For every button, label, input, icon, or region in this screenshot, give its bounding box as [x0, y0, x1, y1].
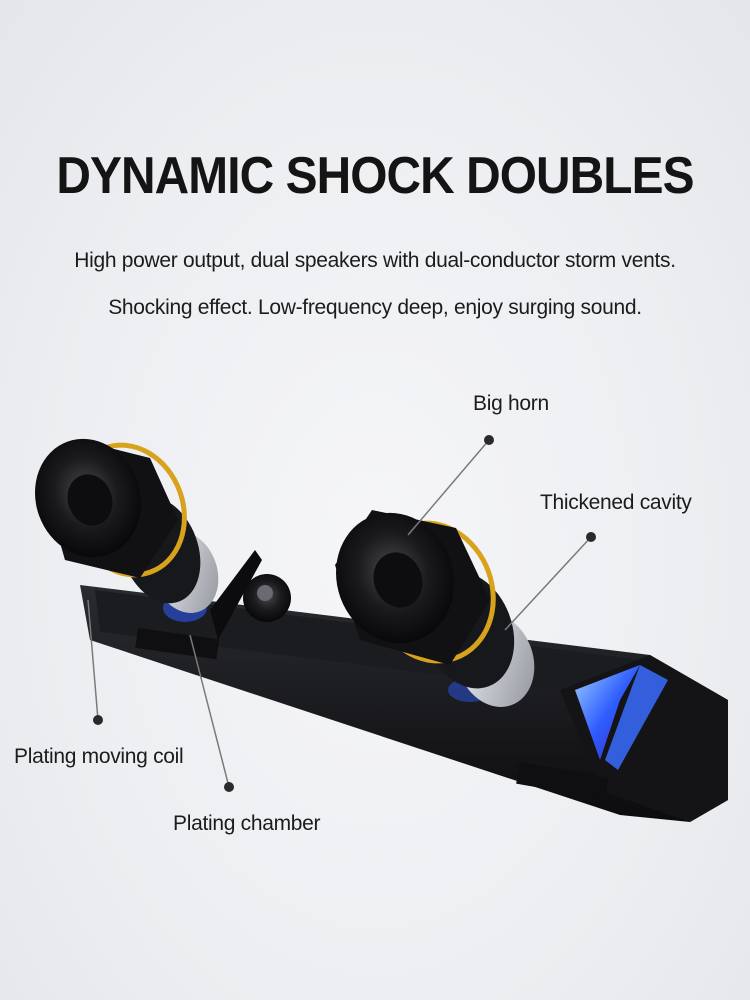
plating-chamber-dot — [224, 782, 234, 792]
callout-plating-moving-coil: Plating moving coil — [14, 745, 184, 768]
big-horn-dot — [484, 435, 494, 445]
plating-chamber-leader-line — [189, 634, 230, 788]
plating-moving-coil-dot — [93, 715, 103, 725]
subtitle-line-2: Shocking effect. Low-frequency deep, enj… — [108, 296, 642, 319]
callout-thickened-cavity: Thickened cavity — [540, 491, 692, 514]
thickened-cavity-dot — [586, 532, 596, 542]
callout-big-horn: Big horn — [473, 392, 549, 415]
right-driver — [335, 510, 535, 707]
subtitle-line-1: High power output, dual speakers with du… — [74, 249, 676, 272]
callout-plating-chamber: Plating chamber — [173, 812, 321, 835]
page-title: DYNAMIC SHOCK DOUBLES — [56, 147, 694, 205]
plating-moving-coil-leader-line — [87, 599, 99, 721]
speaker-body — [80, 550, 728, 822]
left-driver — [35, 438, 219, 613]
thickened-cavity-leader-line — [504, 536, 592, 631]
big-horn-leader-line — [407, 439, 490, 536]
